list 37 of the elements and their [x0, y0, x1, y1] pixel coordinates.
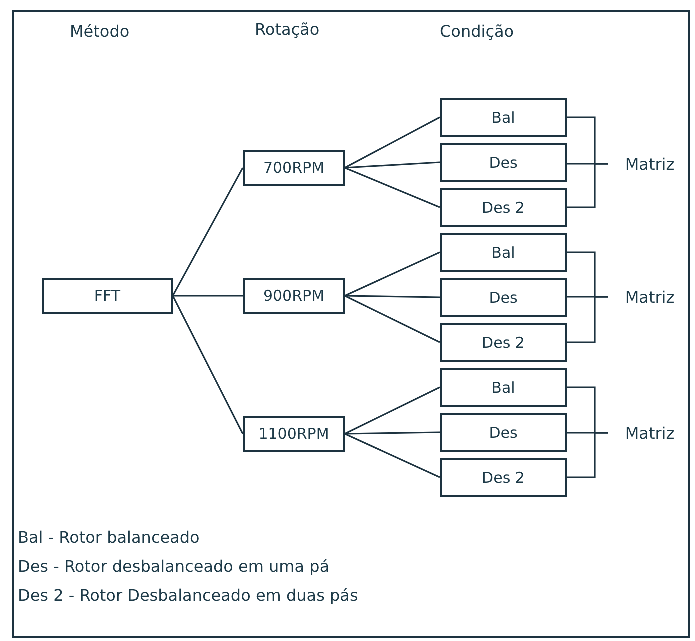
- group-label: Matriz: [612, 284, 688, 310]
- group-label: Matriz: [612, 151, 688, 177]
- connector-line: [344, 252, 440, 297]
- process-box: Bal: [440, 233, 567, 272]
- process-box: 900RPM: [243, 278, 345, 314]
- process-box: 700RPM: [243, 150, 345, 186]
- process-box: Des: [440, 143, 567, 182]
- process-box: FFT: [42, 278, 173, 314]
- connector-line: [344, 386, 440, 435]
- process-box: Des 2: [440, 188, 567, 227]
- connector-line: [173, 295, 243, 297]
- bracket-line: [567, 296, 608, 344]
- connector-line: [344, 116, 440, 169]
- process-box: Des: [440, 413, 567, 452]
- connector-line: [344, 167, 440, 208]
- connector-line: [344, 295, 440, 298]
- bracket-line: [567, 432, 608, 478]
- column-header: Condição: [440, 22, 514, 41]
- legend-note: Bal - Rotor balanceado: [18, 528, 200, 547]
- process-box: Bal: [440, 98, 567, 137]
- legend-note: Des 2 - Rotor Desbalanceado em duas pás: [18, 586, 358, 605]
- legend-note: Des - Rotor desbalanceado em uma pá: [18, 557, 330, 576]
- process-box: Des: [440, 278, 567, 317]
- process-box: Des 2: [440, 323, 567, 362]
- column-header: Método: [70, 22, 130, 41]
- connector-line: [344, 162, 440, 169]
- connector-line: [344, 295, 440, 344]
- process-box: Des 2: [440, 458, 567, 497]
- connector-line: [344, 432, 440, 435]
- connector-line: [172, 296, 244, 434]
- process-box: Bal: [440, 368, 567, 407]
- bracket-line: [567, 163, 608, 208]
- group-label: Matriz: [612, 420, 688, 446]
- process-box: 1100RPM: [243, 416, 345, 452]
- column-header: Rotação: [255, 20, 320, 39]
- connector-line: [344, 433, 440, 478]
- connector-line: [172, 168, 244, 296]
